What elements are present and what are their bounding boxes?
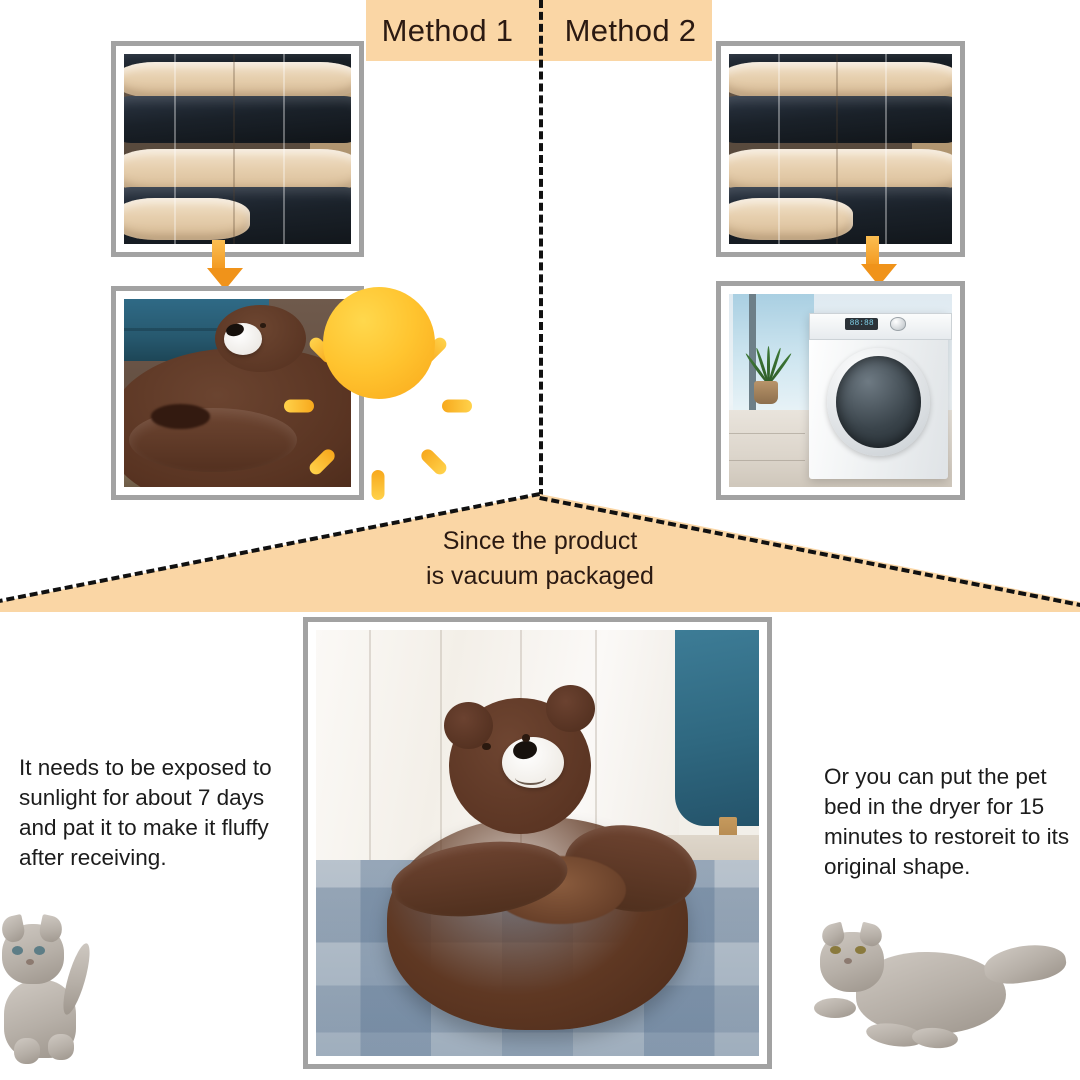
vacuum-pack-photo-left bbox=[124, 54, 351, 244]
sun-icon bbox=[278, 242, 478, 500]
sitting-kitten-image bbox=[0, 913, 106, 1080]
photo-frame-dryer: 88:88 bbox=[716, 281, 965, 500]
photo-frame-bear-closeup bbox=[111, 286, 364, 500]
dryer-dial-icon bbox=[889, 317, 907, 331]
instruction-text-left: It needs to be exposed to sunlight for a… bbox=[19, 755, 272, 870]
dryer-photo: 88:88 bbox=[729, 294, 952, 487]
vacuum-pack-photo-right bbox=[729, 54, 952, 244]
vacuum-packaged-line-1: Since the product bbox=[442, 527, 638, 555]
vacuum-packaged-text: Since the product is vacuum packaged bbox=[0, 524, 1080, 593]
instruction-text-right: Or you can put the pet bed in the dryer … bbox=[824, 764, 1070, 879]
main-product-photo bbox=[316, 630, 759, 1056]
dryer-display: 88:88 bbox=[844, 318, 879, 330]
dryer-display-value: 88:88 bbox=[849, 319, 874, 329]
photo-mat bbox=[308, 622, 767, 1064]
photo-frame-main-product bbox=[303, 617, 772, 1069]
photo-frame-pack-left bbox=[111, 41, 364, 257]
photo-mat bbox=[116, 291, 359, 495]
method-1-label: Method 1 bbox=[381, 12, 514, 48]
photo-frame-pack-right bbox=[716, 41, 965, 257]
down-arrow-icon-right bbox=[861, 236, 897, 286]
lying-cat-image bbox=[808, 916, 1073, 1064]
photo-mat: 88:88 bbox=[721, 286, 960, 495]
vacuum-packaged-line-2: is vacuum packaged bbox=[426, 561, 654, 590]
photo-mat bbox=[116, 46, 359, 252]
down-arrow-icon-left bbox=[207, 240, 243, 290]
method-2-label: Method 2 bbox=[564, 12, 697, 48]
vertical-dashed-divider bbox=[539, 0, 543, 497]
photo-mat bbox=[721, 46, 960, 252]
